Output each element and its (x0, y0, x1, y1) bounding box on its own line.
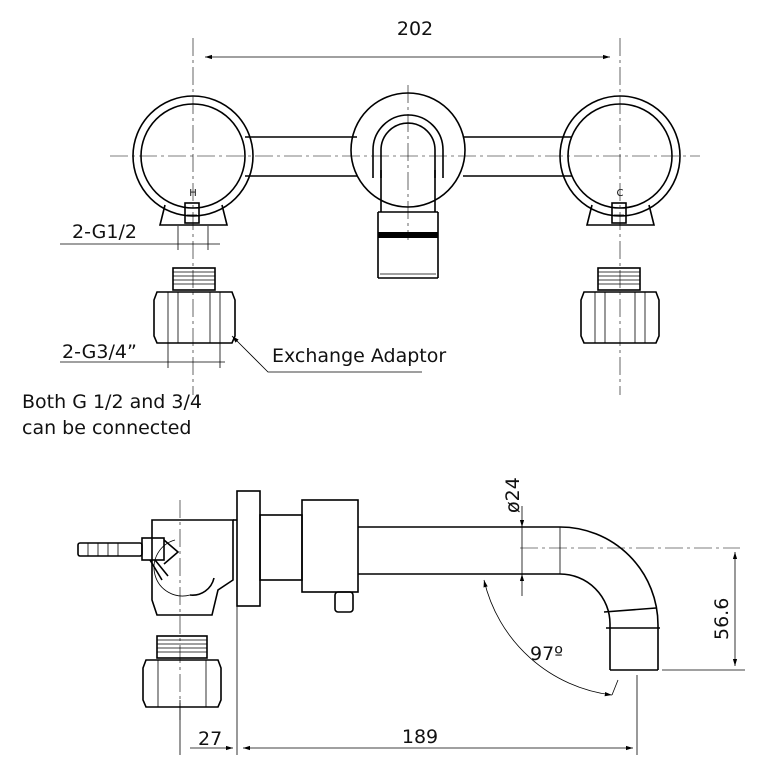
spout-front (350, 92, 466, 279)
body-sleeve (259, 514, 303, 581)
drop-label: 56.6 (711, 598, 733, 640)
note-line-2: can be connected (22, 417, 191, 439)
depth-label: 27 (198, 728, 222, 750)
reach-label: 189 (402, 726, 438, 748)
angle-label: 97º (530, 643, 563, 665)
side-inlet-adaptor (142, 635, 222, 708)
exchange-adaptor-callout: Exchange Adaptor (231, 335, 446, 373)
diameter-dimension: ø24 (502, 477, 525, 596)
right-exchange-adaptor (580, 267, 660, 344)
hot-label: H (189, 188, 197, 199)
g34-callout: 2-G3/4” (60, 341, 225, 368)
left-exchange-adaptor (153, 267, 236, 344)
cold-label: C (617, 188, 624, 199)
g12-label: 2-G1/2 (72, 221, 137, 243)
diameter-label: ø24 (502, 477, 524, 513)
note-line-1: Both G 1/2 and 3/4 (22, 391, 202, 413)
grub-screw (334, 591, 354, 613)
side-valve-body (151, 519, 234, 616)
side-view: ø24 56.6 97º 27 189 (77, 477, 745, 755)
side-handle-lever (77, 537, 180, 581)
g12-callout: 2-G1/2 (60, 221, 220, 250)
cold-handle: C (559, 95, 681, 226)
angle-dimension: 97º (483, 579, 619, 697)
exchange-adaptor-label: Exchange Adaptor (272, 345, 446, 367)
front-view: 202 H C (22, 18, 700, 439)
g34-label: 2-G3/4” (62, 341, 137, 363)
width-dimension-label: 202 (397, 18, 433, 40)
left-connecting-bar (245, 136, 357, 177)
spout-collar (301, 499, 359, 593)
hot-handle: H (132, 95, 254, 226)
drop-dimension: 56.6 (662, 552, 745, 671)
wall-flange (236, 490, 261, 607)
right-connecting-bar (463, 136, 572, 177)
spout-tube (358, 526, 660, 671)
